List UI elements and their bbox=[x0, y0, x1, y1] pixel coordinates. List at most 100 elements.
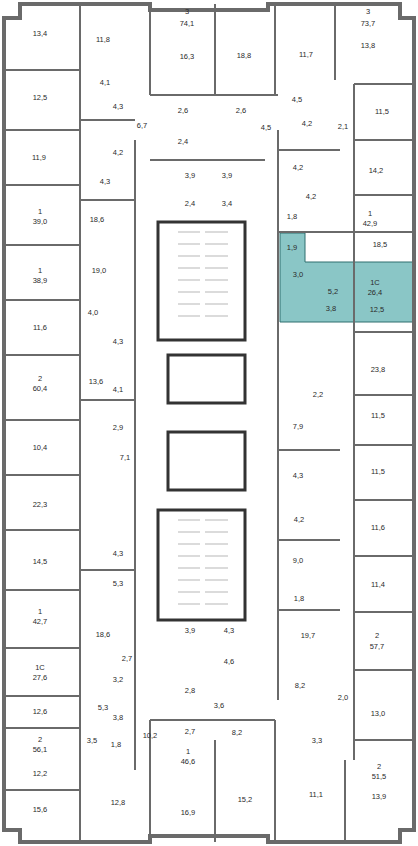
room-area: 5,3 bbox=[98, 704, 108, 712]
room-area: 3,0 bbox=[293, 271, 303, 279]
room-area: 1,9 bbox=[287, 244, 297, 252]
room-area: 1 bbox=[38, 608, 42, 616]
stair-step bbox=[178, 292, 200, 293]
wall bbox=[278, 149, 340, 151]
wall bbox=[4, 184, 80, 186]
stair-step bbox=[205, 580, 228, 581]
stair-step bbox=[205, 544, 228, 545]
room-area: 13,4 bbox=[33, 30, 48, 38]
room-area: 4,2 bbox=[113, 149, 123, 157]
room-area: 3,4 bbox=[222, 200, 232, 208]
room-area: 10,2 bbox=[143, 732, 158, 740]
room-area: 8,2 bbox=[295, 682, 305, 690]
room-area: 3,9 bbox=[222, 172, 232, 180]
room-area: 4,1 bbox=[100, 79, 110, 87]
wall bbox=[4, 354, 80, 356]
room-area: 10,4 bbox=[33, 444, 48, 452]
room-area: 1 bbox=[38, 267, 42, 275]
wall bbox=[150, 159, 265, 161]
room-area: 7,9 bbox=[293, 423, 303, 431]
wall bbox=[214, 4, 216, 95]
stair-step bbox=[178, 580, 200, 581]
stair-core bbox=[158, 510, 245, 620]
room-area: 23,8 bbox=[371, 366, 386, 374]
room-area: 18,8 bbox=[237, 52, 252, 60]
room-area: 57,7 bbox=[370, 643, 385, 651]
room-area: 2,1 bbox=[338, 123, 348, 131]
room-area: 14,2 bbox=[369, 167, 384, 175]
wall bbox=[4, 589, 80, 591]
wall bbox=[278, 449, 340, 451]
room-area: 2,7 bbox=[185, 728, 195, 736]
walls bbox=[4, 4, 414, 842]
stair-step bbox=[178, 604, 200, 605]
room-area: 2,2 bbox=[313, 391, 323, 399]
room-area: 27,6 bbox=[33, 674, 48, 682]
room-area: 15,6 bbox=[33, 806, 48, 814]
room-area: 3 bbox=[185, 8, 189, 16]
room-area: 1С bbox=[370, 279, 380, 287]
room-area: 4,3 bbox=[113, 103, 123, 111]
stair-step bbox=[205, 316, 228, 317]
room-area: 1 bbox=[368, 210, 372, 218]
stair-step bbox=[205, 520, 228, 521]
room-area: 7,1 bbox=[120, 454, 130, 462]
stair-step bbox=[205, 244, 228, 245]
room-area: 2,9 bbox=[113, 424, 123, 432]
room-area: 13,8 bbox=[361, 42, 376, 50]
room-area: 4,1 bbox=[113, 386, 123, 394]
room-area: 6,7 bbox=[137, 122, 147, 130]
room-area: 11,5 bbox=[375, 108, 389, 116]
room-area: 39,0 bbox=[33, 218, 48, 226]
stair-step bbox=[178, 592, 200, 593]
room-area: 14,5 bbox=[33, 558, 48, 566]
room-area: 16,3 bbox=[180, 53, 195, 61]
wall bbox=[4, 129, 80, 131]
room-area: 11,5 bbox=[371, 412, 385, 420]
wall bbox=[277, 130, 279, 700]
room-area: 2,8 bbox=[185, 687, 195, 695]
room-area: 11,9 bbox=[32, 154, 46, 162]
room-area: 2 bbox=[375, 632, 379, 640]
room-area: 4,3 bbox=[293, 472, 303, 480]
stair-step bbox=[178, 316, 200, 317]
room-area: 2,7 bbox=[122, 655, 132, 663]
room-area: 4,2 bbox=[306, 193, 316, 201]
wall bbox=[80, 199, 135, 201]
stair-core bbox=[158, 222, 245, 340]
stair-step bbox=[178, 268, 200, 269]
room-area: 4,2 bbox=[294, 516, 304, 524]
stair-step bbox=[178, 232, 200, 233]
room-area: 1,8 bbox=[287, 213, 297, 221]
room-area: 4,3 bbox=[224, 627, 234, 635]
wall bbox=[4, 419, 80, 421]
stair-step bbox=[205, 532, 228, 533]
stair-step bbox=[178, 244, 200, 245]
room-area: 4,3 bbox=[113, 550, 123, 558]
room-area: 3,5 bbox=[87, 737, 97, 745]
wall bbox=[4, 727, 80, 729]
room-area: 5,3 bbox=[113, 580, 123, 588]
stair-step bbox=[205, 280, 228, 281]
room-area: 11,1 bbox=[309, 791, 323, 799]
room-area: 9,0 bbox=[293, 557, 303, 565]
room-area: 12,8 bbox=[111, 799, 126, 807]
wall bbox=[79, 790, 81, 842]
wall bbox=[354, 555, 414, 557]
room-area: 4,5 bbox=[292, 96, 302, 104]
wall bbox=[354, 611, 414, 613]
room-area: 19,7 bbox=[301, 632, 316, 640]
room-area: 3,8 bbox=[326, 305, 336, 313]
room-area: 15,2 bbox=[238, 796, 253, 804]
room-area: 2,4 bbox=[185, 200, 195, 208]
room-area: 3,2 bbox=[113, 676, 123, 684]
room-area: 13,6 bbox=[89, 378, 104, 386]
room-area: 22,3 bbox=[33, 501, 48, 509]
room-area: 2,0 bbox=[338, 694, 348, 702]
stair-step bbox=[205, 292, 228, 293]
room-area: 11,5 bbox=[371, 468, 385, 476]
room-area: 4,3 bbox=[100, 178, 110, 186]
room-area: 4,2 bbox=[293, 164, 303, 172]
